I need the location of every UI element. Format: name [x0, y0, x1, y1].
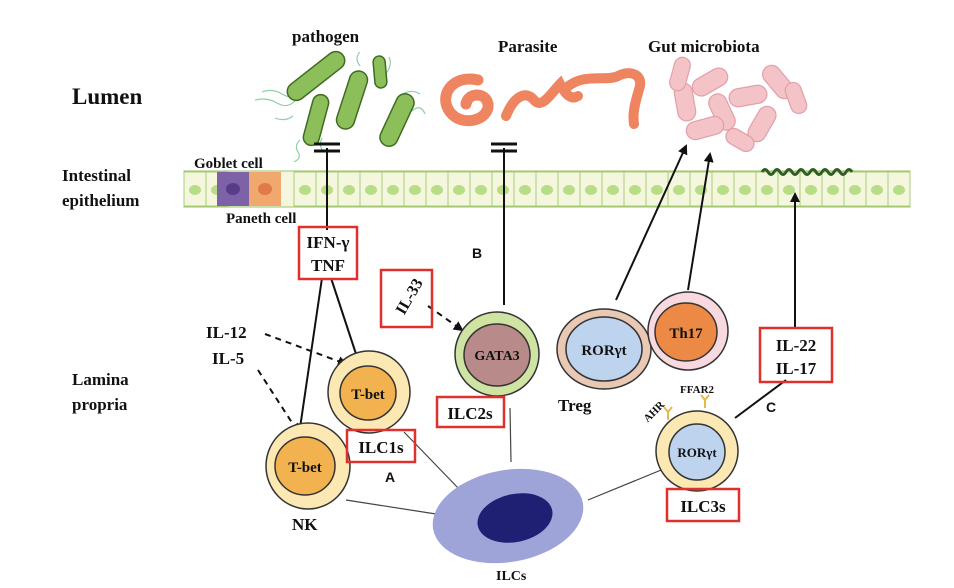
region-label-epithelium-1: Intestinal: [62, 166, 131, 185]
ffar2-receptor-icon: [700, 394, 710, 408]
epithelium-layer: [183, 168, 911, 208]
label-ilc1s: ILC1s: [358, 438, 404, 457]
ifn-gamma-label: IFN-γ: [307, 233, 350, 252]
epithelial-nucleus: [585, 185, 597, 195]
ifn-tnf-box: [297, 225, 359, 281]
region-label-lumen: Lumen: [72, 84, 143, 109]
label-pathogen: pathogen: [292, 27, 360, 46]
ilc2s-box: [435, 395, 506, 429]
ffar2-label: FFAR2: [680, 384, 715, 396]
il17-label: IL-17: [776, 359, 817, 378]
mucus-barrier-mark: [760, 168, 854, 176]
epithelial-nucleus: [893, 185, 905, 195]
epithelial-nucleus: [541, 185, 553, 195]
parasite-worm-icon: [440, 68, 646, 129]
epithelial-nucleus: [387, 185, 399, 195]
epithelial-nucleus: [475, 185, 487, 195]
epithelial-nucleus: [827, 185, 839, 195]
il22-label: IL-22: [776, 336, 817, 355]
nk-to-ilcs-line: [345, 499, 437, 515]
ilc2-gata3-label: GATA3: [474, 349, 519, 364]
panel-letter-a: A: [385, 469, 395, 485]
label-ilc2s: ILC2s: [447, 404, 493, 423]
il33-to-ilc2-dashed-arrow: [427, 305, 464, 332]
treg-rorgt-label: RORγt: [581, 343, 626, 359]
epithelial-nucleus: [871, 185, 883, 195]
epithelial-nucleus: [409, 185, 421, 195]
ilc1-cell: [327, 350, 411, 434]
ilc3s-box: [665, 487, 741, 523]
ilc2-to-ilcs-line: [509, 407, 512, 463]
nk-cytokine-line: [299, 277, 323, 429]
il5-to-nk-dashed-arrow: [257, 369, 300, 434]
th17-label: Th17: [669, 326, 703, 342]
label-ilc3s: ILC3s: [680, 497, 726, 516]
ahr-label: AHR: [641, 398, 668, 425]
epithelial-nucleus: [805, 185, 817, 195]
epithelial-nucleus: [849, 185, 861, 195]
ilc3-to-ilcs-line: [587, 467, 667, 501]
epithelial-nucleus: [673, 185, 685, 195]
il5-label: IL-5: [212, 349, 244, 368]
ilc1s-box: [345, 428, 417, 464]
label-goblet-cell: Goblet cell: [194, 156, 263, 172]
epithelial-cell-row: [183, 171, 911, 207]
ilcs-progenitor-cell: [432, 468, 584, 564]
epithelial-nucleus: [651, 185, 663, 195]
ilc3-cell: [655, 410, 739, 492]
gut-microbiota-icon: [669, 56, 808, 153]
epithelial-nucleus: [365, 185, 377, 195]
il12-to-ilc1-dashed-arrow: [264, 333, 348, 366]
epithelial-nucleus: [607, 185, 619, 195]
tnf-label: TNF: [311, 256, 345, 275]
epithelial-nucleus: [783, 185, 795, 195]
epithelial-nucleus: [189, 185, 201, 195]
label-gut-microbiota: Gut microbiota: [648, 37, 760, 56]
epithelial-nucleus: [629, 185, 641, 195]
epithelial-nucleus: [739, 185, 751, 195]
il33-label: IL-33: [393, 276, 427, 318]
epithelial-nucleus: [431, 185, 443, 195]
il33-box: [379, 268, 434, 329]
nk-tbet-label: T-bet: [288, 460, 322, 476]
ilc3-rorgt-label: RORγt: [677, 445, 717, 460]
epithelial-nucleus: [299, 185, 311, 195]
label-treg: Treg: [558, 396, 592, 415]
th17-cell: [647, 291, 729, 371]
nk-cell: [265, 422, 351, 510]
label-paneth-cell: Paneth cell: [226, 211, 296, 227]
epithelial-nucleus: [343, 185, 355, 195]
region-label-lamina-1: Lamina: [72, 370, 129, 389]
epithelial-nucleus: [563, 185, 575, 195]
label-nk: NK: [292, 515, 318, 534]
panel-letter-b: B: [472, 245, 482, 261]
ilc1-cytokine-line: [330, 277, 359, 361]
label-parasite: Parasite: [498, 37, 558, 56]
ilc3-cytokine-line: [734, 379, 787, 419]
il22-il17-box: [758, 326, 834, 384]
region-label-lamina-2: propria: [72, 395, 128, 414]
treg-cell: [556, 308, 652, 390]
treg-to-microbiota-arrow: [615, 144, 688, 301]
th17-to-microbiota-arrow: [687, 152, 714, 291]
epithelial-nucleus: [761, 185, 773, 195]
ahr-receptor-icon: [663, 406, 673, 420]
panel-letter-c: C: [766, 399, 776, 415]
label-ilcs: ILCs: [496, 569, 527, 584]
pathogen-bacteria-icon: [254, 50, 426, 163]
ilc1-to-ilcs-line: [403, 431, 461, 491]
ilc1-tbet-label: T-bet: [351, 387, 385, 403]
epithelial-nucleus: [717, 185, 729, 195]
epithelial-nucleus: [519, 185, 531, 195]
il12-label: IL-12: [206, 323, 247, 342]
ilc2-cell: [454, 311, 540, 397]
region-label-epithelium-2: epithelium: [62, 191, 139, 210]
epithelial-nucleus: [453, 185, 465, 195]
